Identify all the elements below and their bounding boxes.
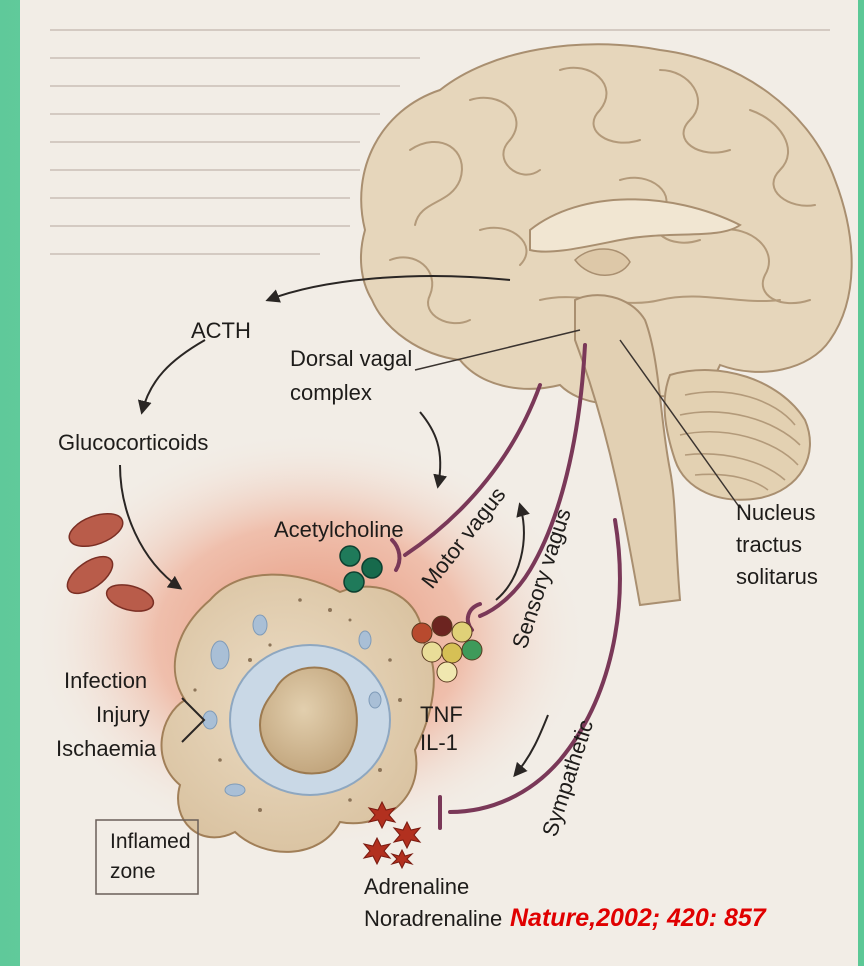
label-nucleus-1: Nucleus <box>736 500 815 525</box>
label-il1: IL-1 <box>420 730 458 755</box>
label-nucleus-3: solitarus <box>736 564 818 589</box>
label-acetylcholine: Acetylcholine <box>274 517 404 542</box>
label-inflamed: Inflamed <box>110 830 191 853</box>
label-zone: zone <box>110 860 156 883</box>
label-dorsal-vagal-2: complex <box>290 380 372 405</box>
label-dorsal-vagal-1: Dorsal vagal <box>290 346 412 371</box>
diagram-canvas: ACTH Dorsal vagal complex Glucocorticoid… <box>20 0 858 966</box>
diagram-figure: ACTH Dorsal vagal complex Glucocorticoid… <box>20 0 858 966</box>
citation: Nature,2002; 420: 857 <box>510 904 767 932</box>
label-nucleus-2: tractus <box>736 532 802 557</box>
label-acth: ACTH <box>191 318 251 343</box>
label-noradrenaline: Noradrenaline <box>364 906 502 931</box>
label-injury: Injury <box>96 702 150 727</box>
label-glucocorticoids: Glucocorticoids <box>58 430 208 455</box>
label-infection: Infection <box>64 668 147 693</box>
label-adrenaline: Adrenaline <box>364 874 469 899</box>
label-ischaemia: Ischaemia <box>56 736 157 761</box>
label-tnf: TNF <box>420 702 463 727</box>
